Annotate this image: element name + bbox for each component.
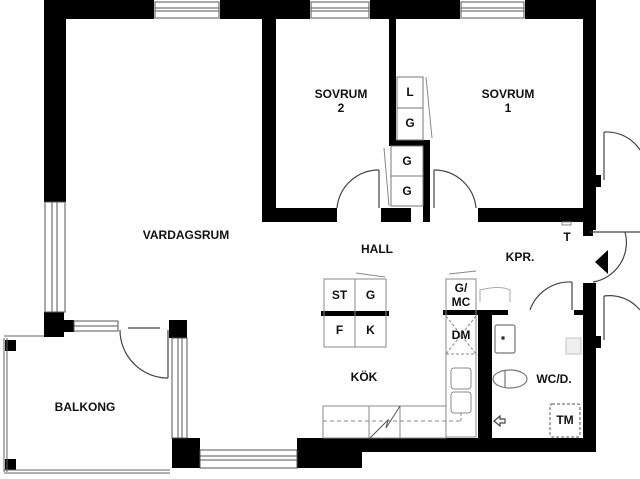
windows [44, 1, 525, 469]
kitchen-label-f: F [335, 323, 344, 337]
doors [119, 131, 640, 379]
kitchen-label-st: ST [331, 288, 348, 302]
wardrobe-label-g: G [405, 116, 415, 130]
kitchen-fixtures [322, 270, 511, 439]
room-label-hall: HALL [361, 242, 393, 256]
room-label-kok: KÖK [350, 370, 378, 384]
room-label-balkong: BALKONG [54, 400, 116, 414]
wardrobe-label-l: L [406, 85, 414, 99]
wardrobe-label-g: G [402, 154, 412, 168]
room-label-sovrum-2: SOVRUM 2 [314, 87, 368, 115]
bathroom-fixtures [492, 324, 582, 438]
kitchen-label-g: G [365, 288, 376, 302]
thermostat-label-t: T [563, 230, 571, 244]
bathroom-label-tm: TM [556, 413, 574, 427]
wardrobes [383, 76, 433, 207]
walls [5, 0, 601, 470]
room-label-sovrum-1: SOVRUM 1 [481, 87, 535, 115]
thermostat-box [561, 221, 572, 226]
kitchen-label-k: K [366, 323, 375, 337]
room-label-kpr: KPR. [505, 250, 535, 264]
wardrobe-label-g: G [402, 184, 412, 198]
kitchen-label-gmc: G/ MC [451, 281, 471, 309]
balcony-outline [3, 335, 170, 474]
room-label-vardagsrum: VARDAGSRUM [142, 228, 230, 242]
entrance-arrow-icon [595, 250, 608, 274]
kitchen-label-dm: DM [451, 328, 471, 342]
room-label-wc-d: WC/D. [536, 372, 572, 386]
